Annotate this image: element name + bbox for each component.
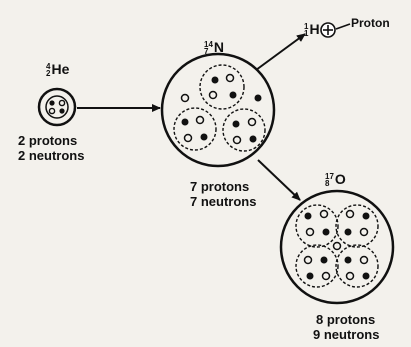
nitrogen-neutrons-label: 7 neutrons xyxy=(190,195,256,209)
nitrogen-protons-label: 7 protons xyxy=(190,180,249,194)
nitrogen-element: N xyxy=(214,39,224,55)
arrow-nitrogen-to-oxygen xyxy=(258,160,300,200)
nitrogen-atomic-number: 7 xyxy=(204,47,208,56)
oxygen-element: O xyxy=(335,171,346,187)
hydrogen-element: H xyxy=(309,21,319,37)
hydrogen-atomic-number: 1 xyxy=(304,29,308,38)
proton-label-leader xyxy=(336,24,350,29)
nitrogen-nucleus xyxy=(162,54,274,166)
oxygen-atomic-number: 8 xyxy=(325,179,329,188)
proton-label: Proton xyxy=(351,16,390,30)
oxygen-neutrons-label: 9 neutrons xyxy=(313,328,379,342)
helium-element: He xyxy=(51,61,69,77)
helium-atomic-number: 2 xyxy=(46,69,50,78)
oxygen-protons-label: 8 protons xyxy=(316,313,375,327)
arrow-nitrogen-to-hydrogen xyxy=(256,34,305,70)
oxygen-nucleus xyxy=(281,191,393,303)
proton-plus-icon xyxy=(321,23,335,37)
helium-nucleus xyxy=(39,89,75,125)
helium-neutrons-label: 2 neutrons xyxy=(18,149,84,163)
helium-protons-label: 2 protons xyxy=(18,134,77,148)
